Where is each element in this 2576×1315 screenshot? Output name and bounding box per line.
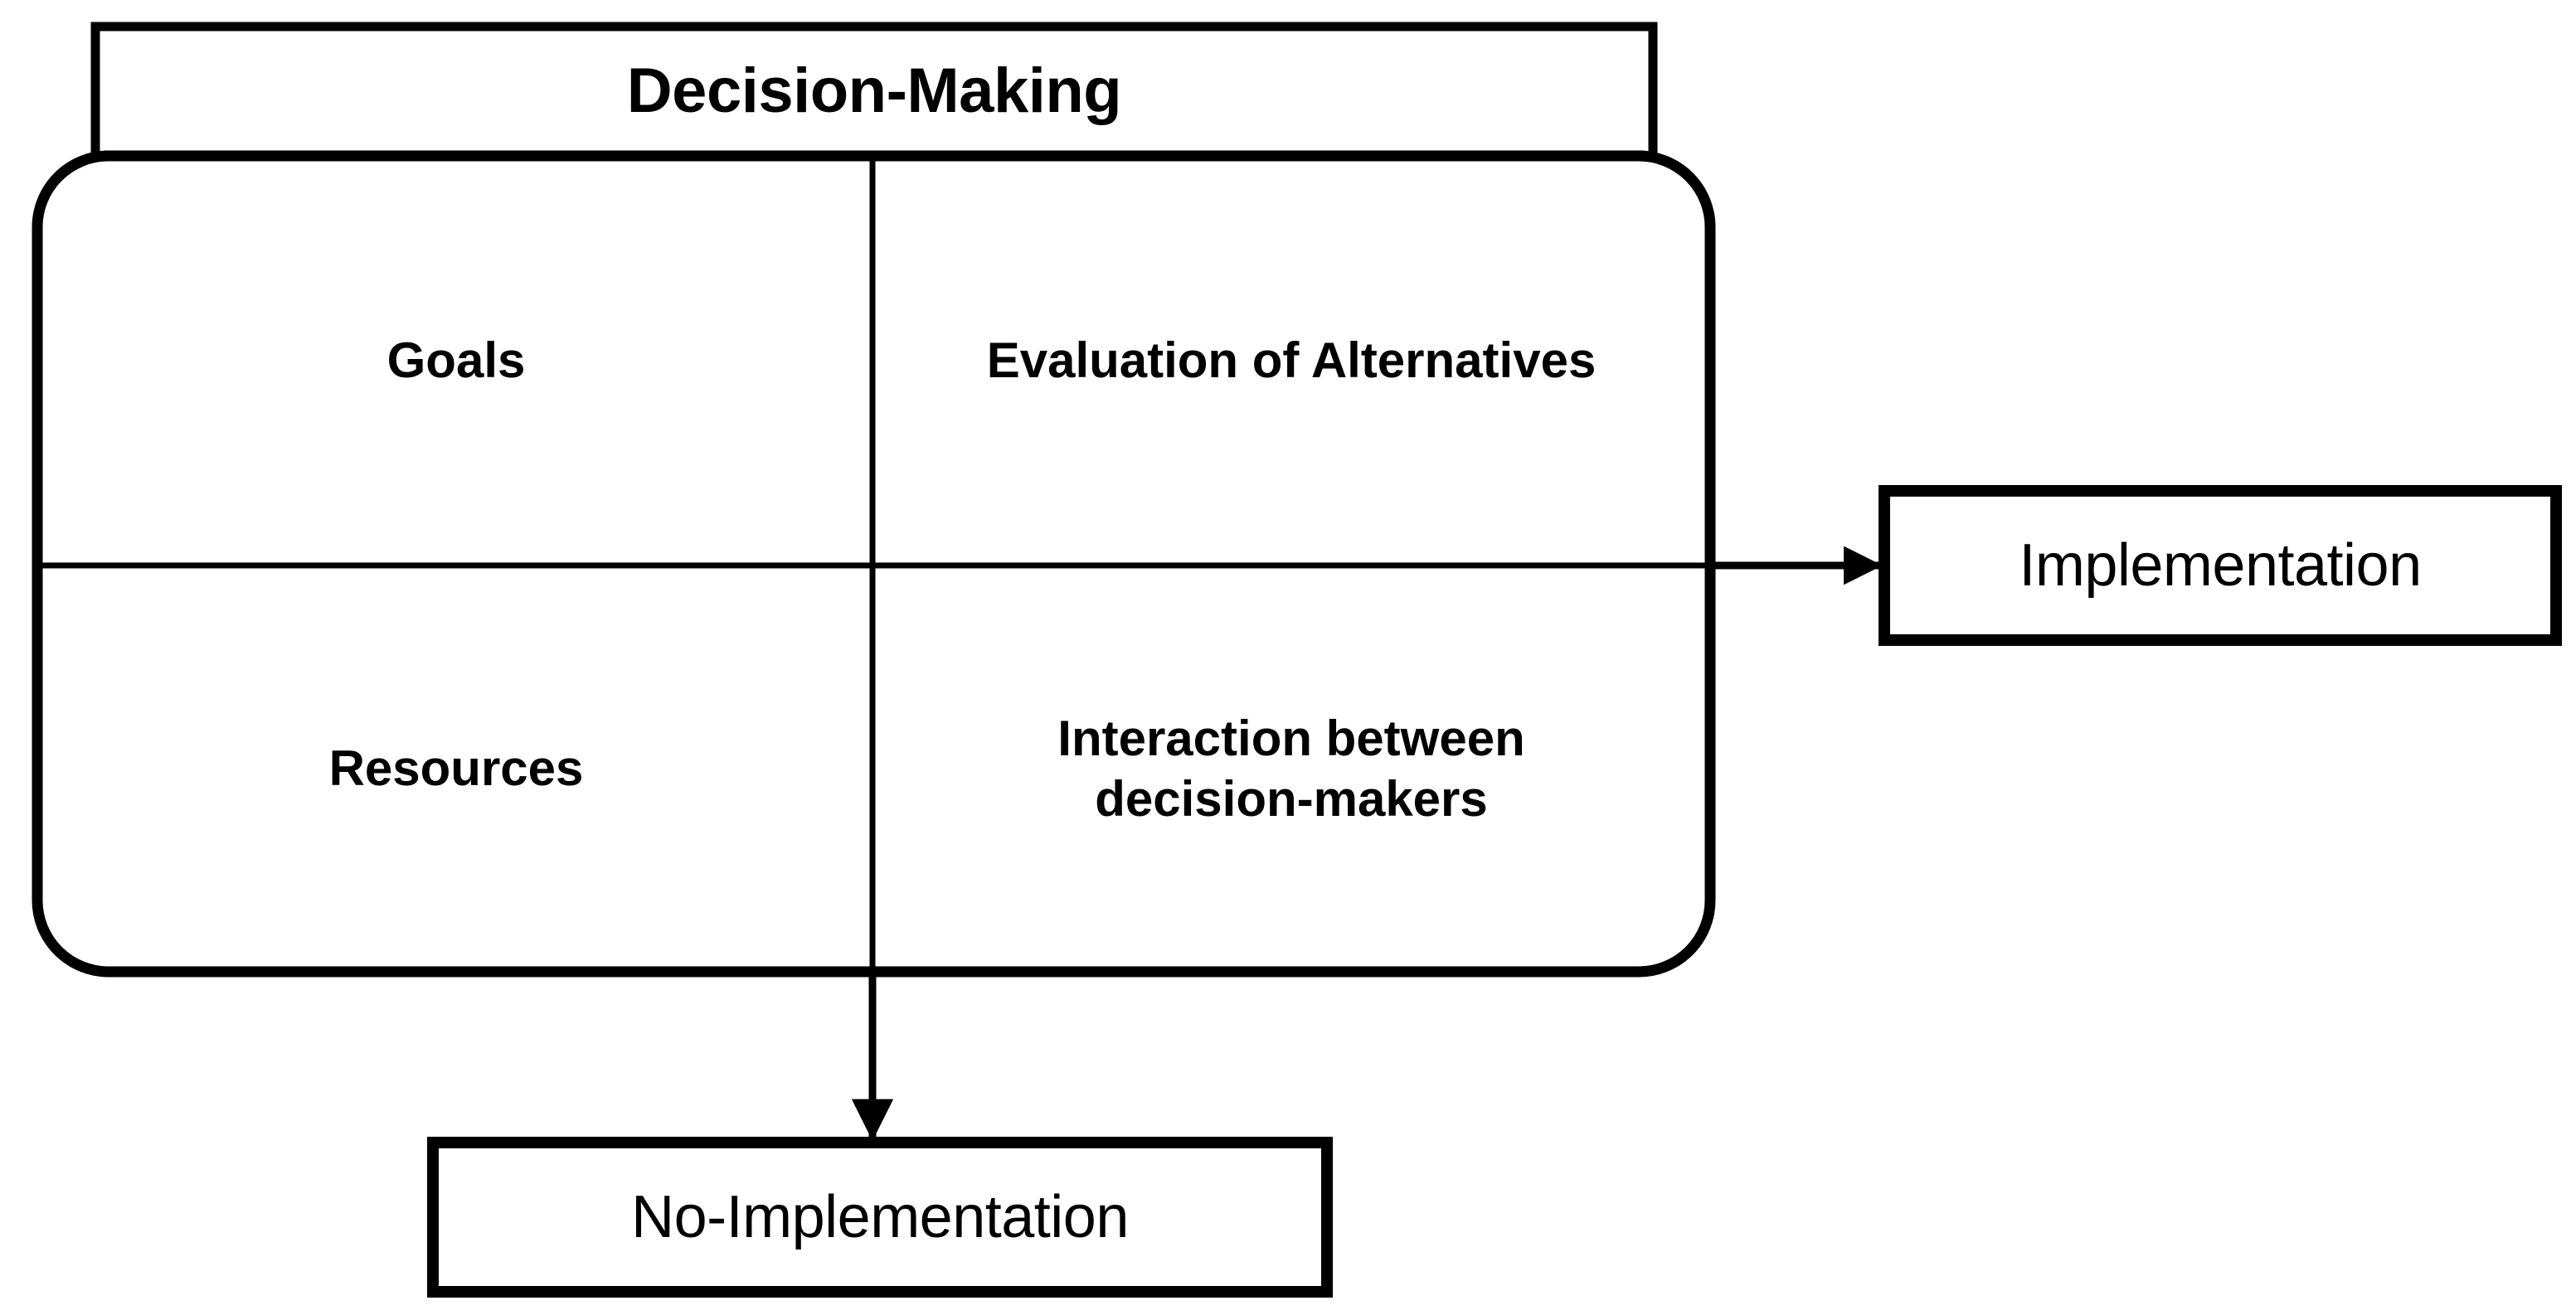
outcome-label-no-implementation: No-Implementation	[631, 1183, 1129, 1250]
quadrant-label-resources: Resources	[328, 740, 584, 797]
outcome-label-implementation: Implementation	[2019, 531, 2422, 599]
page-title: Decision-Making	[626, 56, 1122, 127]
quadrant-label-goals: Goals	[386, 332, 526, 389]
quadrant-label-evaluation-of-alternatives: Evaluation of Alternatives	[986, 332, 1597, 389]
title-box-outline	[90, 22, 1658, 161]
implementation-box-outline	[1879, 485, 2562, 646]
quadrant-label-interaction-between-decision-makers: Interaction between decision-makers	[1057, 710, 1525, 827]
no-implementation-box-outline	[427, 1137, 1333, 1298]
